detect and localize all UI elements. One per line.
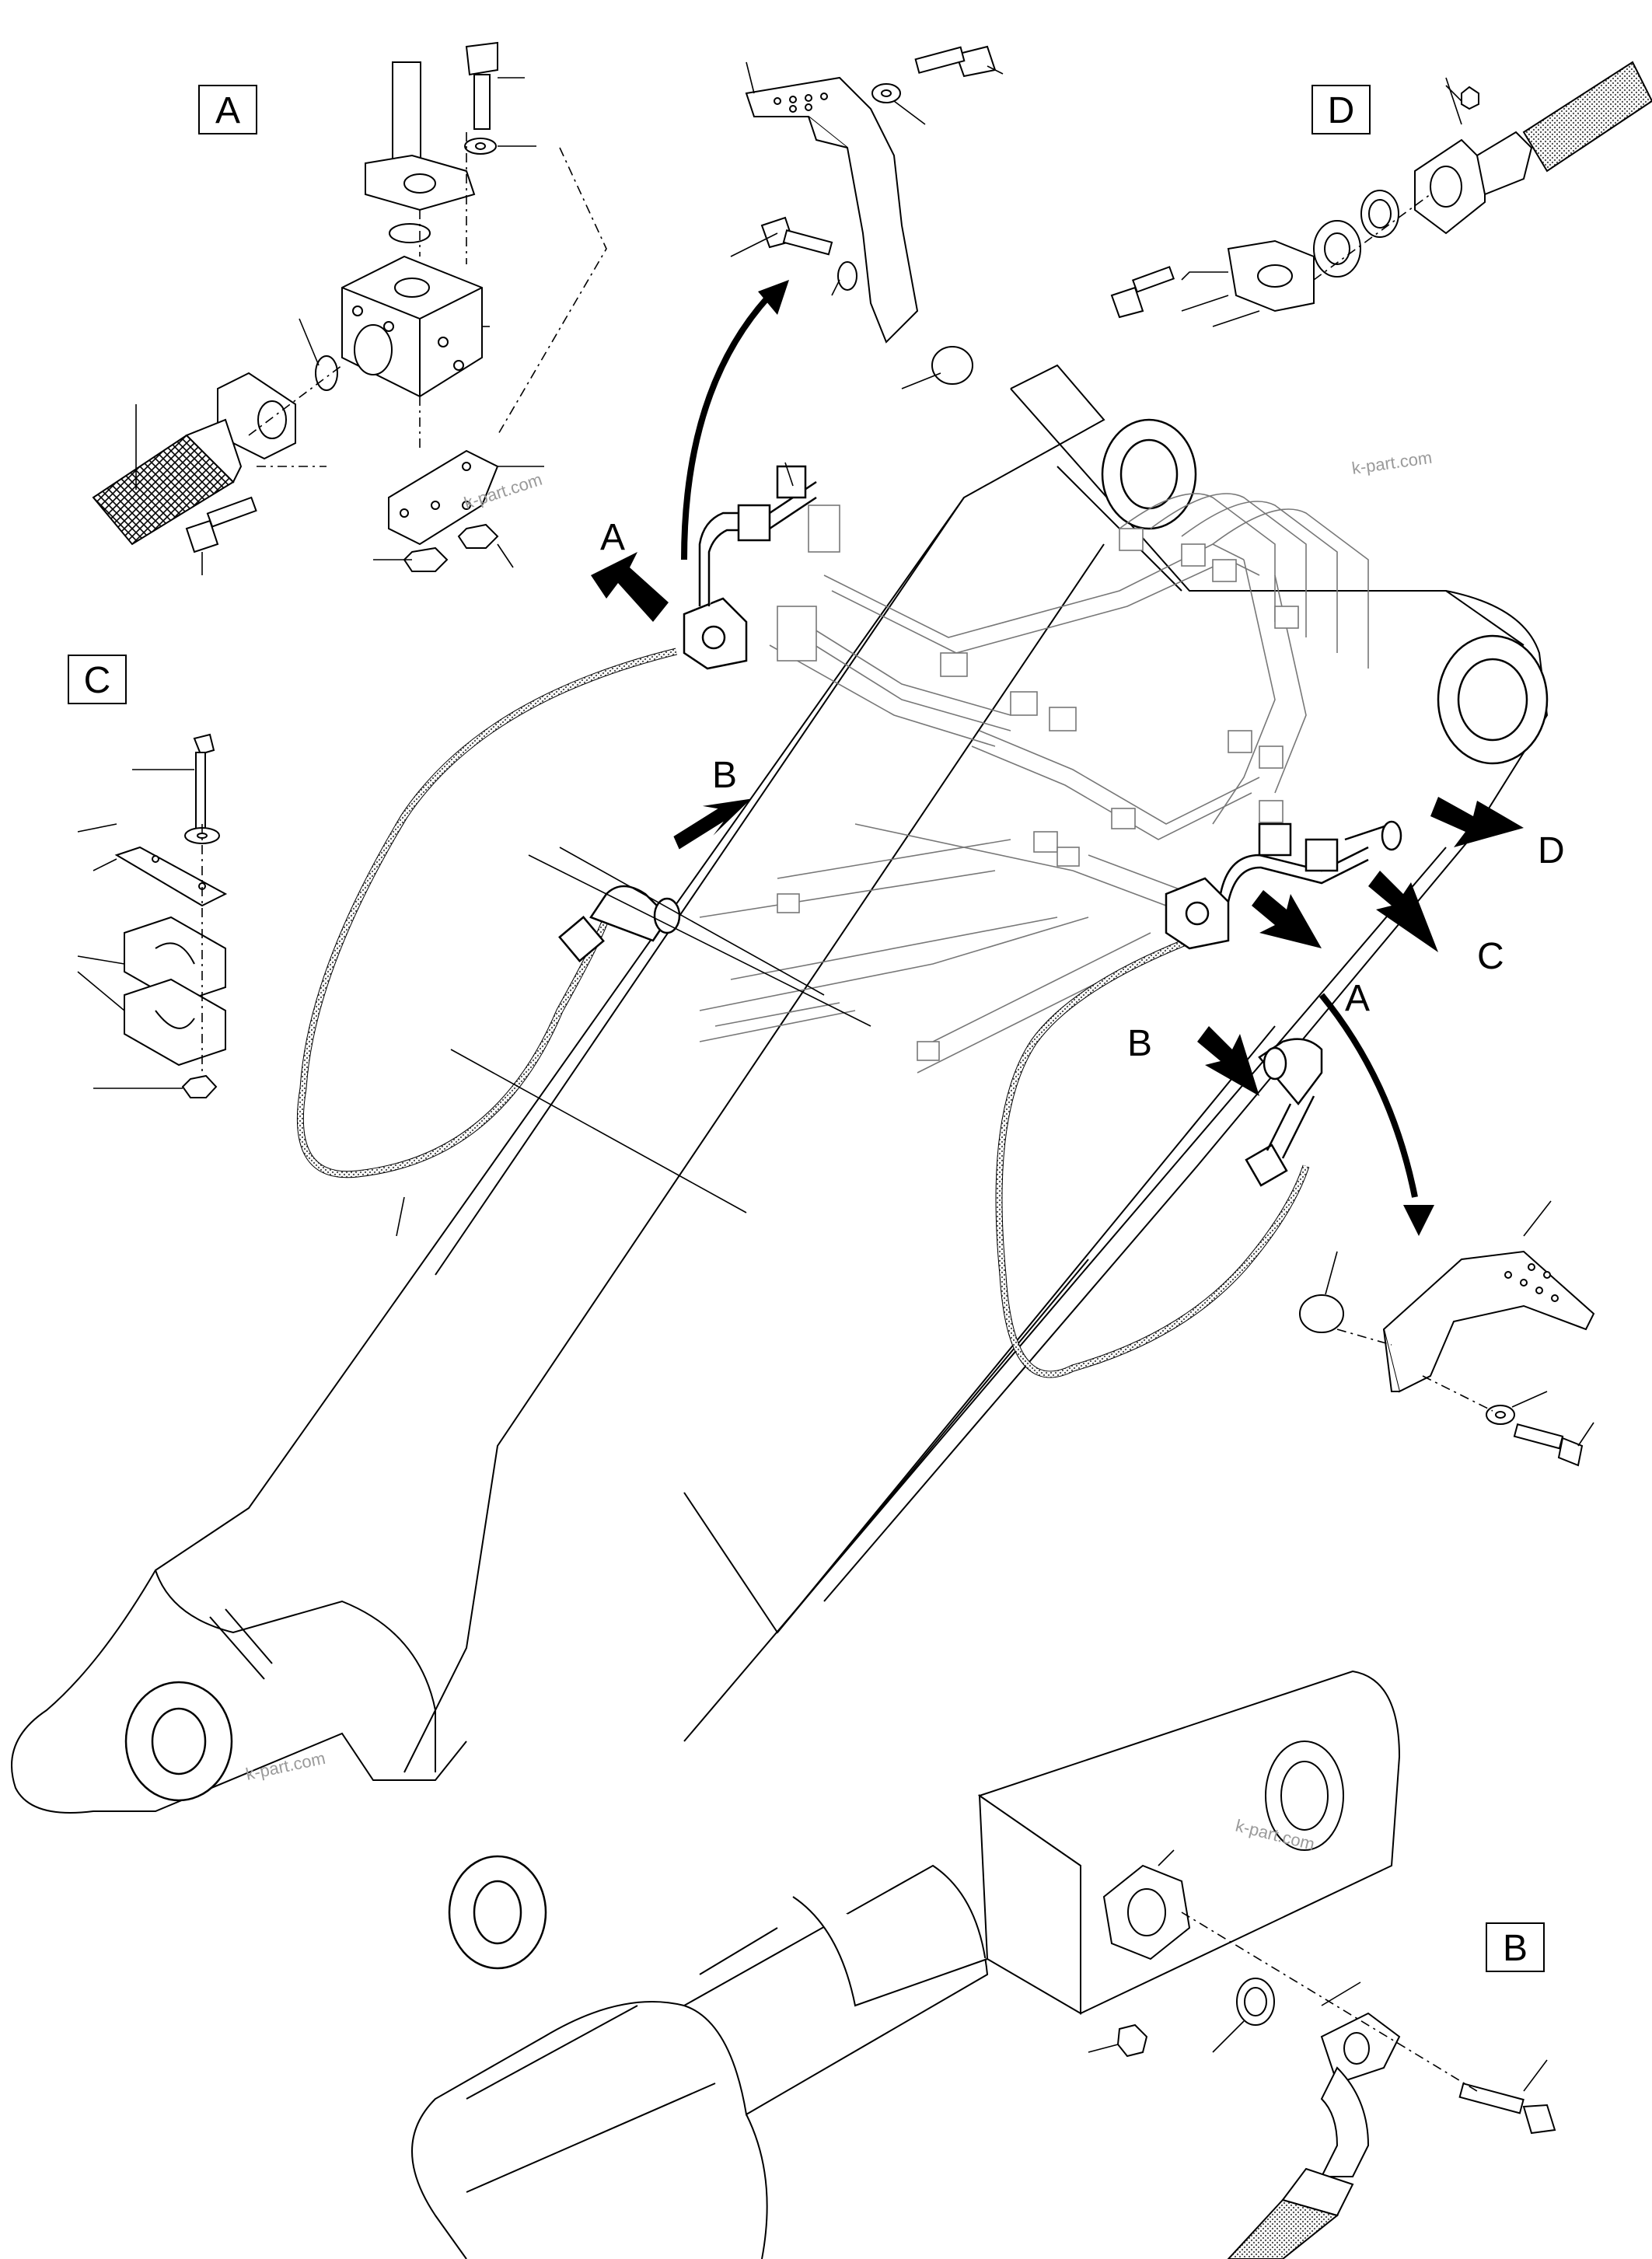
detail-label-B: B xyxy=(1486,1922,1545,1972)
svg-text:B: B xyxy=(1503,1928,1528,1969)
boom-pin-holes xyxy=(124,418,1549,1970)
detail-label-C: C xyxy=(68,655,127,704)
upper-bracket xyxy=(745,45,997,385)
watermark-3: k-part.com xyxy=(244,1748,327,1784)
pipe-bundle xyxy=(699,493,1369,1074)
watermark-1: k-part.com xyxy=(1350,448,1433,478)
hydraulic-cylinder xyxy=(411,1670,1401,2259)
left-fitting-block xyxy=(683,465,817,670)
right-elbow-fitting xyxy=(1245,1038,1323,1187)
svg-text:C: C xyxy=(84,660,111,701)
detail-label-A: A xyxy=(198,85,257,134)
detail-B-hose xyxy=(1227,2198,1339,2259)
callout-right-A: A xyxy=(1345,978,1370,1019)
lower-bracket xyxy=(1299,1250,1595,1467)
pipe-clamps xyxy=(777,505,1299,1061)
detail-C xyxy=(114,733,228,1098)
view-arrows xyxy=(591,552,1524,1096)
detail-D xyxy=(1110,86,1533,319)
boom-arm xyxy=(11,364,1549,1814)
detail-A xyxy=(185,41,499,572)
svg-text:A: A xyxy=(215,90,240,131)
detail-D-hose xyxy=(1522,61,1652,173)
detail-label-D: D xyxy=(1311,85,1371,134)
transfer-arrows xyxy=(681,293,1418,1198)
callout-right-C: C xyxy=(1477,936,1504,977)
callout-right-D: D xyxy=(1538,830,1565,871)
callout-right-B: B xyxy=(1127,1023,1152,1064)
callout-left-B: B xyxy=(712,755,737,796)
left-elbow-fitting xyxy=(558,885,681,962)
callout-left-A: A xyxy=(600,517,625,558)
detail-B xyxy=(1102,1864,1556,2217)
detail-A-braided-hose xyxy=(92,418,243,546)
svg-text:D: D xyxy=(1328,90,1355,131)
